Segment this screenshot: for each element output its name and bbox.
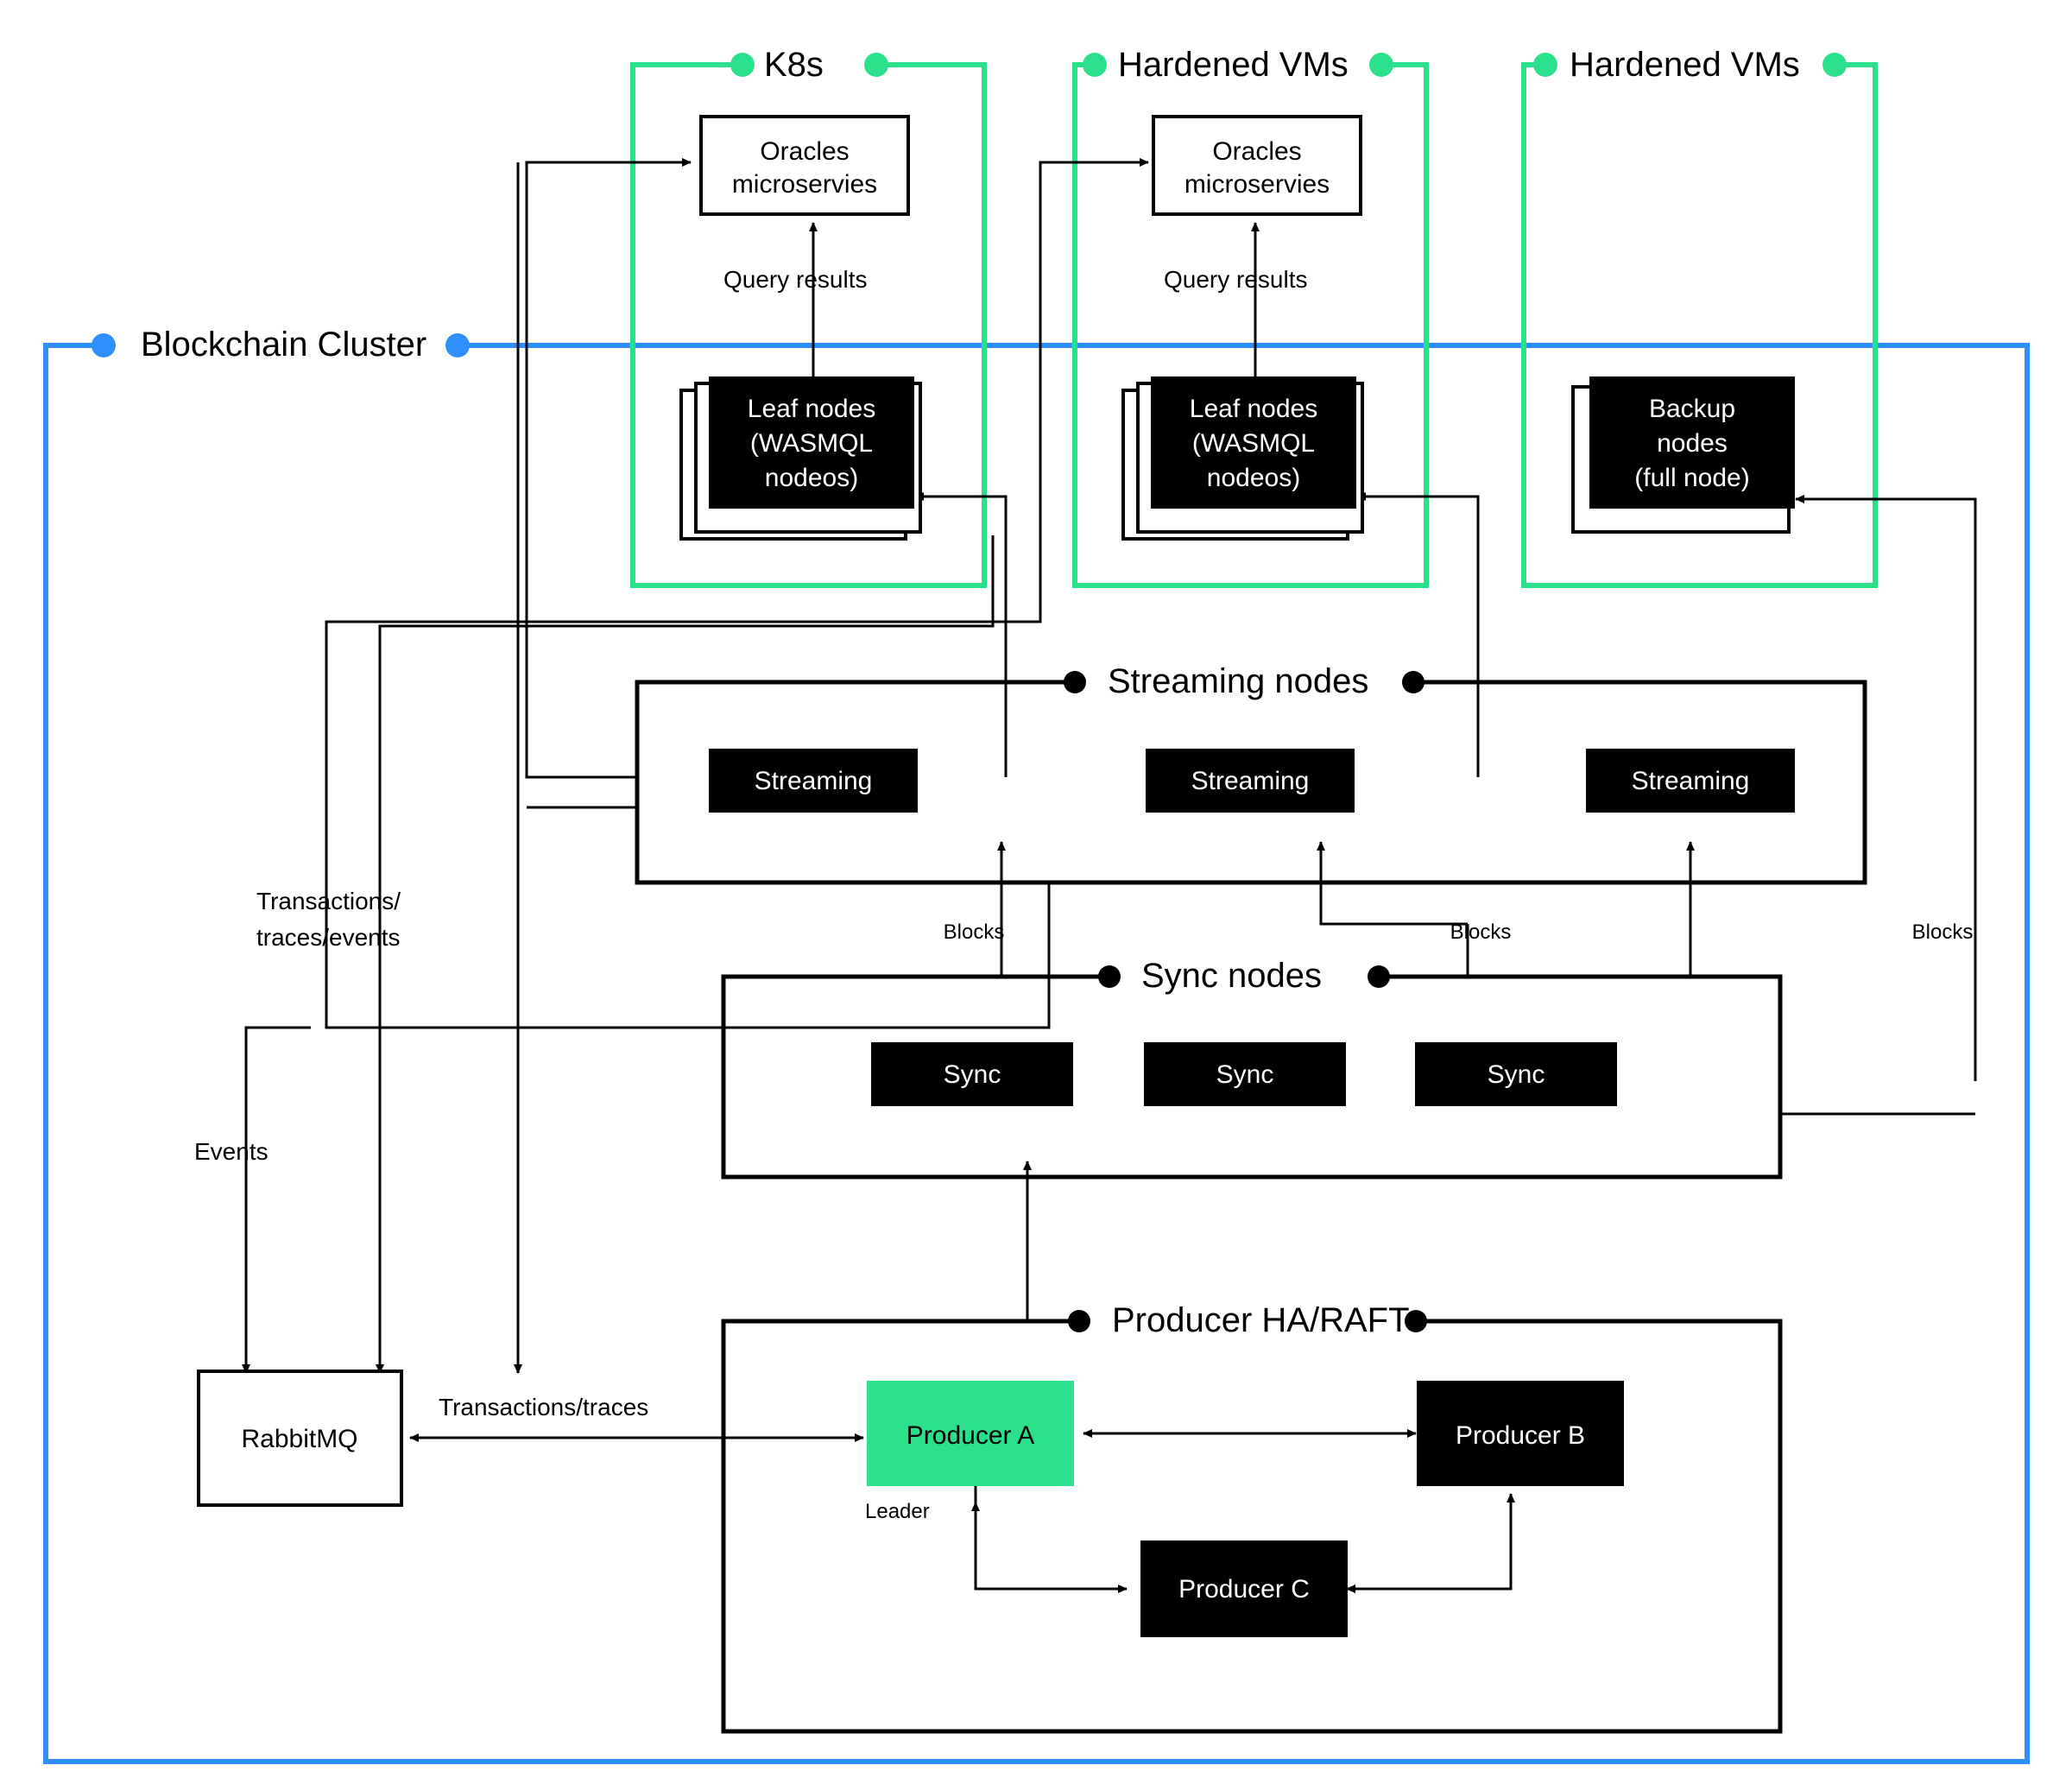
- streaming-2-label: Streaming: [1191, 767, 1310, 795]
- edge-events-to-rabbit: [242, 1026, 311, 1374]
- node-producer-c[interactable]: Producer C: [1140, 1540, 1348, 1637]
- edge-label-transactions-traces: Transactions/traces: [439, 1394, 648, 1420]
- edge-streaming-to-oracles-vm: [325, 158, 1149, 1029]
- edge-producer-b-to-c: [1346, 1520, 1513, 1593]
- streaming-nodes-container: [635, 671, 1867, 885]
- node-producer-a[interactable]: Producer A: [867, 1381, 1074, 1486]
- oracles-k8s-line1: Oracles: [760, 137, 849, 166]
- section-label-sync-nodes: Sync nodes: [1141, 957, 1322, 995]
- streaming-dot-left: [1064, 671, 1086, 693]
- node-backup-nodes[interactable]: Backup nodes (full node): [1571, 376, 1795, 534]
- hvm1-dot-right: [1369, 53, 1393, 77]
- edge-label-query-results-2: Query results: [1164, 266, 1308, 293]
- node-producer-b[interactable]: Producer B: [1417, 1381, 1624, 1486]
- edge-label-blocks-1: Blocks: [944, 920, 1005, 944]
- leaf-vm-line2: (WASMQL: [1192, 429, 1315, 458]
- backup-line2: nodes: [1657, 429, 1728, 458]
- edges: [242, 158, 1977, 1593]
- section-label-producer-ha-raft: Producer HA/RAFT: [1112, 1301, 1410, 1339]
- k8s-dot-right: [864, 53, 888, 77]
- sync-3-label: Sync: [1488, 1060, 1545, 1089]
- node-streaming-1[interactable]: Streaming: [709, 749, 918, 813]
- oracles-vm-line1: Oracles: [1212, 137, 1301, 166]
- hvm2-dot-left: [1533, 53, 1557, 77]
- node-leaf-nodes-k8s[interactable]: Leaf nodes (WASMQL nodeos): [679, 376, 922, 541]
- node-sync-3[interactable]: Sync: [1415, 1042, 1617, 1106]
- leaf-k8s-line3: nodeos): [765, 464, 858, 492]
- leaf-k8s-line2: (WASMQL: [750, 429, 873, 458]
- group-k8s-boundary: [630, 53, 987, 588]
- edge-streaming-to-leaf-k8s: [914, 492, 1008, 777]
- edge-label-blocks-2: Blocks: [1450, 920, 1512, 944]
- node-sync-2[interactable]: Sync: [1144, 1042, 1346, 1106]
- edge-label-events: Events: [194, 1138, 268, 1165]
- producer-dot-right: [1405, 1310, 1427, 1332]
- group-label-k8s: K8s: [764, 46, 824, 84]
- edge-producer-a-to-c: [974, 1485, 1128, 1593]
- backup-line3: (full node): [1634, 464, 1749, 492]
- k8s-dot-left: [730, 53, 755, 77]
- hvm2-dot-right: [1822, 53, 1847, 77]
- blockchain-cluster-boundary: [43, 333, 2030, 1764]
- oracles-k8s-line2: microservies: [732, 170, 877, 199]
- node-oracles-microservies-k8s[interactable]: Oracles microservies: [699, 115, 910, 216]
- edge-streaming-to-leaf-vm: [1356, 492, 1480, 777]
- group-hardened-vms-2-boundary: [1521, 53, 1878, 588]
- edge-label-leader: Leader: [865, 1500, 930, 1523]
- cluster-dot-left: [92, 333, 116, 357]
- group-hardened-vms-1-boundary: [1072, 53, 1429, 588]
- rabbitmq-label: RabbitMQ: [241, 1425, 357, 1453]
- producer-c-label: Producer C: [1178, 1575, 1310, 1604]
- node-oracles-microservies-vm[interactable]: Oracles microservies: [1152, 115, 1362, 216]
- streaming-dot-right: [1402, 671, 1424, 693]
- node-streaming-3[interactable]: Streaming: [1586, 749, 1795, 813]
- sync-dot-right: [1368, 965, 1390, 988]
- section-label-streaming-nodes: Streaming nodes: [1108, 662, 1368, 700]
- node-streaming-2[interactable]: Streaming: [1146, 749, 1355, 813]
- producer-ha-raft-container: [721, 1310, 1783, 1734]
- node-rabbitmq[interactable]: RabbitMQ: [197, 1370, 403, 1507]
- oracles-vm-line2: microservies: [1184, 170, 1330, 199]
- edge-leaf-to-rabbit-1: [376, 535, 995, 1374]
- group-label-hardened-vms-1: Hardened VMs: [1118, 46, 1349, 84]
- cluster-dot-right: [445, 333, 470, 357]
- edge-label-blocks-3: Blocks: [1912, 920, 1974, 944]
- sync-1-label: Sync: [944, 1060, 1001, 1089]
- edge-label-query-results-1: Query results: [723, 266, 868, 293]
- producer-a-label: Producer A: [906, 1421, 1034, 1450]
- streaming-3-label: Streaming: [1632, 767, 1750, 795]
- leaf-vm-line3: nodeos): [1207, 464, 1300, 492]
- hvm1-dot-left: [1083, 53, 1107, 77]
- backup-line1: Backup: [1649, 395, 1735, 423]
- streaming-1-label: Streaming: [755, 767, 873, 795]
- producer-b-label: Producer B: [1456, 1421, 1585, 1450]
- edge-label-tte-line1: Transactions/: [256, 888, 401, 914]
- producer-dot-left: [1068, 1310, 1090, 1332]
- edge-label-tte-line2: traces/events: [256, 924, 401, 951]
- cluster-label: Blockchain Cluster: [141, 326, 426, 364]
- node-leaf-nodes-vm[interactable]: Leaf nodes (WASMQL nodeos): [1121, 376, 1364, 541]
- edge-blocks-to-backup-nodes: [1795, 495, 1977, 1081]
- edge-producer-c-to-b: [1347, 1493, 1515, 1591]
- edge-sync-to-streaming-2: [1317, 841, 1468, 926]
- edge-streaming-to-oracles-k8s: [525, 158, 692, 779]
- sync-nodes-container: [721, 965, 1783, 1180]
- sync-2-label: Sync: [1216, 1060, 1274, 1089]
- group-label-hardened-vms-2: Hardened VMs: [1570, 46, 1800, 84]
- sync-dot-left: [1098, 965, 1121, 988]
- node-sync-1[interactable]: Sync: [871, 1042, 1073, 1106]
- leaf-k8s-line1: Leaf nodes: [748, 395, 875, 423]
- leaf-vm-line1: Leaf nodes: [1190, 395, 1317, 423]
